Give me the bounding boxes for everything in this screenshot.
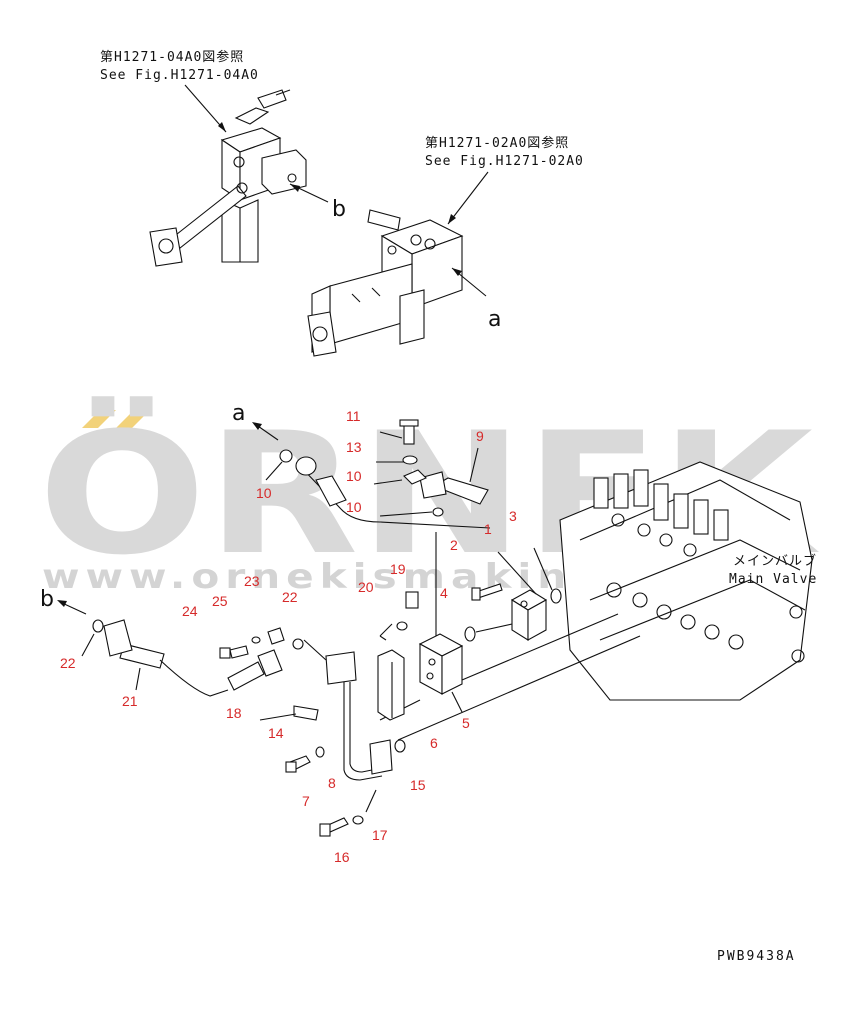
callout-24: 24 [182,603,198,619]
callout-8: 8 [328,775,336,791]
callout-13: 13 [346,439,362,455]
letter-b-lower: b [40,587,54,612]
callout-20: 20 [358,579,374,595]
callout-23: 23 [244,573,260,589]
callout-9: 9 [476,428,484,444]
callout-18: 18 [226,705,242,721]
main-valve-label-en: Main Valve [729,572,817,587]
letter-a-lower: a [232,401,245,426]
callout-3: 3 [509,508,517,524]
callout-19: 19 [390,561,406,577]
watermark-accent-right [116,410,150,428]
letter-b-top: b [332,197,346,222]
callout-12: 11 [346,408,361,424]
callout-2: 2 [450,537,458,553]
callout-14: 14 [268,725,284,741]
callout-21: 21 [122,693,138,709]
callout-numbers: 11 13 10 10 9 10 1 2 3 4 5 6 7 8 14 15 1… [60,408,517,865]
ref-right-en: See Fig.H1271-02A0 [425,154,584,169]
callout-5: 5 [462,715,470,731]
callout-16: 16 [334,849,350,865]
watermark-accent-left [82,410,116,428]
ref-right-jp: 第H1271-02A0図参照 [425,135,569,151]
ref-left-en: See Fig.H1271-04A0 [100,68,259,83]
callout-22-right: 22 [282,589,298,605]
upper-right-assembly: 第H1271-02A0図参照 See Fig.H1271-02A0 a [307,135,584,357]
lower-piping: a b [40,401,641,837]
callout-11: 10 [346,468,362,484]
callout-6: 6 [430,735,438,751]
letter-a-top: a [488,307,501,332]
callout-10-upper: 10 [346,499,362,515]
callout-22-left: 22 [60,655,76,671]
callout-15: 15 [410,777,426,793]
callout-7: 7 [302,793,310,809]
upper-left-assembly: 第H1271-04A0図参照 See Fig.H1271-04A0 b [100,49,346,267]
callout-10-lower: 10 [256,485,272,501]
main-valve-label-jp: メインバルブ [733,553,817,569]
callout-1: 1 [484,521,492,537]
drawing-code: PWB9438A [717,949,796,964]
callout-4: 4 [440,585,448,601]
ref-left-jp: 第H1271-04A0図参照 [100,49,244,65]
callout-25: 25 [212,593,228,609]
callout-17: 17 [372,827,388,843]
main-valve-assembly: メインバルブ Main Valve [559,461,817,701]
